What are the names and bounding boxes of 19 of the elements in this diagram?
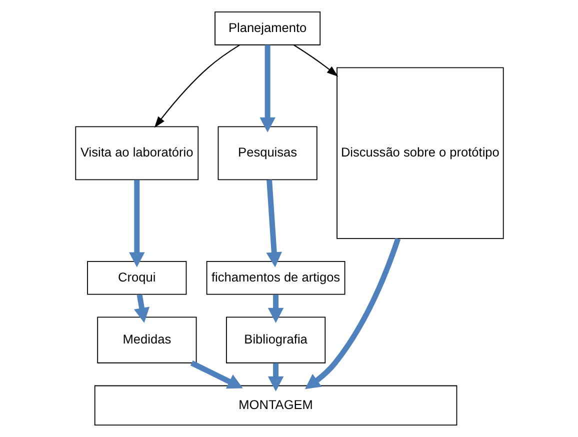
- node-box: Discussão sobre o protótipo: [336, 67, 504, 240]
- node-box: Pesquisas: [217, 126, 317, 180]
- arrow: [266, 180, 282, 268]
- node-box: Croqui: [86, 261, 186, 295]
- arrow: [267, 294, 284, 323]
- arrow: [292, 44, 338, 77]
- arrow: [259, 44, 275, 132]
- node-box: MONTAGEM: [94, 385, 457, 426]
- arrow: [304, 238, 400, 390]
- node-box: Bibliografia: [225, 316, 326, 364]
- arrow: [154, 44, 240, 128]
- node-box: fichamentos de artigos: [206, 261, 345, 295]
- arrow: [190, 360, 242, 389]
- node-box: Medidas: [96, 316, 196, 364]
- node-box: Visita ao laboratório: [74, 126, 198, 180]
- node-box: Planejamento: [214, 12, 320, 46]
- arrow: [128, 180, 144, 268]
- arrow: [133, 294, 150, 323]
- arrow: [267, 363, 284, 392]
